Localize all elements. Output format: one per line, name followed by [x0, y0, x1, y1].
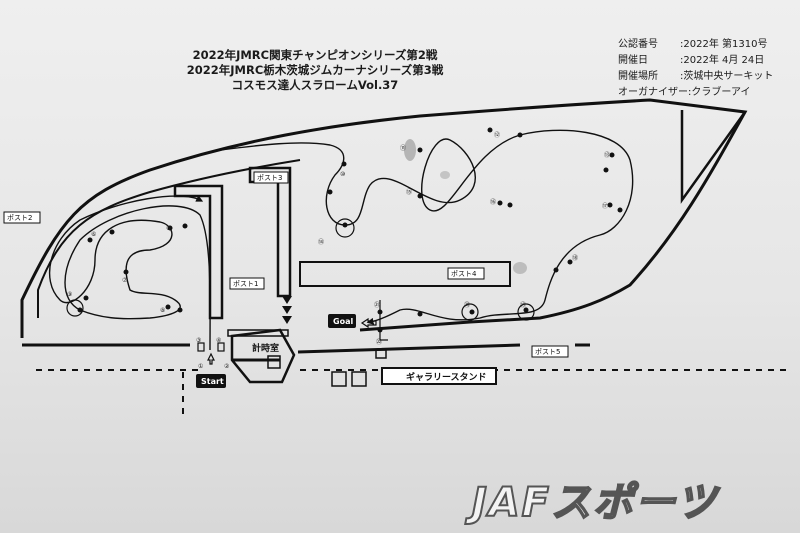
inner-structure-center: [248, 166, 292, 298]
marker-12: ⑫: [494, 131, 500, 139]
goal-label: Goal: [333, 317, 353, 326]
event-title-line-1: 2022年JMRC関東チャンピオンシリーズ第2戦: [192, 48, 438, 62]
info-venue-value: :茨城中央サーキット: [680, 71, 774, 82]
marker-5: ⑤: [166, 225, 171, 232]
marker-16: ⑯: [490, 198, 496, 206]
course-route: [48, 195, 211, 351]
start-gate-left-pylon: [197, 342, 205, 352]
marker-7: ⑦: [122, 277, 128, 284]
info-official-value: :2022年 第1310号: [680, 39, 768, 50]
marker-10: ⑩: [340, 171, 345, 178]
start-label: Start: [201, 377, 224, 386]
marker-20: ⑳: [464, 301, 470, 309]
info-date-value: :2022年 4月 24日: [680, 55, 765, 66]
inner-strip-lower: [227, 329, 289, 337]
timing-room-building: [230, 328, 296, 384]
start-gate-right-pylon: [217, 342, 225, 352]
event-title-line-3: コスモス達人スラロームVol.37: [231, 78, 399, 92]
marker-19: ⑲: [520, 301, 526, 309]
marker-9: ⑨: [67, 291, 72, 298]
track-smudge-1: [404, 139, 416, 161]
gallery-small-box-1: [331, 371, 347, 387]
marker-15: ⑮: [406, 188, 412, 196]
marker-8: ⑧: [160, 307, 165, 314]
post-3-label: ポスト3: [257, 174, 282, 182]
info-venue-label: 開催場所: [618, 71, 658, 82]
post-3-box: [253, 171, 289, 184]
track-smudge-3: [440, 171, 450, 179]
timing-room-label: 計時室: [252, 342, 279, 354]
pylons: [77, 127, 623, 333]
post-1-label: ポスト1: [233, 280, 258, 288]
track-smudge-2: [513, 262, 527, 274]
info-date-label: 開催日: [618, 55, 648, 66]
goal-marker-box: [375, 349, 387, 359]
marker-21: ㉑: [374, 301, 380, 309]
inner-block-center-right: [299, 261, 511, 287]
turn-circles: [66, 218, 535, 321]
info-organizer-value: :クラブーアイ: [688, 87, 751, 98]
info-official-number: 公認番号 :2022年 第1310号: [618, 38, 767, 52]
start-badge: [196, 374, 226, 388]
paddock-dashed-line: [36, 369, 790, 420]
inner-structure-left: [173, 184, 224, 320]
post-2-box: [3, 211, 41, 224]
marker-18: ⑱: [572, 254, 578, 262]
start-up-arrow: [207, 352, 215, 365]
goal-left-arrow: [360, 317, 377, 329]
jaf-sports-watermark-logo: JAFスポーツ: [471, 479, 719, 527]
gallery-stand-label: ギャラリースタンド: [406, 371, 487, 383]
post-4-box: [447, 267, 485, 280]
marker-14: ⑭: [318, 238, 324, 246]
marker-3: ③: [196, 337, 201, 344]
event-title-line-2: 2022年JMRC栃木茨城ジムカーナシリーズ第3戦: [186, 63, 444, 77]
marker-13: ⑬: [604, 151, 610, 159]
marker-17: ⑰: [602, 202, 608, 210]
track-right-wall: [680, 110, 747, 204]
marker-22: ㉒: [376, 338, 382, 346]
timing-room-box: [267, 355, 281, 369]
post-1-box: [229, 277, 265, 290]
info-organizer-label: オーガナイザー: [618, 87, 688, 98]
marker-11: ⑪: [400, 144, 406, 152]
course-route-finish: [379, 300, 388, 341]
direction-chevrons: [282, 296, 292, 324]
course-route-upper: [219, 129, 634, 325]
track-inner-boundary-left: [37, 159, 301, 318]
info-venue: 開催場所 :茨城中央サーキット: [618, 70, 773, 84]
post-5-box: [531, 345, 569, 358]
info-organizer: オーガナイザー:クラブーアイ: [618, 86, 750, 100]
marker-2: ②: [224, 363, 230, 370]
gallery-stand-box: [381, 367, 497, 385]
post-4-label: ポスト4: [451, 270, 477, 278]
marker-1: ①: [198, 363, 203, 370]
marker-4: ④: [216, 337, 221, 344]
marker-6: ⑥: [91, 231, 96, 238]
info-date: 開催日 :2022年 4月 24日: [618, 54, 764, 68]
track-bottom-boundary: [22, 343, 590, 362]
info-official-label: 公認番号: [618, 39, 658, 50]
gallery-small-box-2: [351, 371, 367, 387]
post-5-label: ポスト5: [535, 348, 560, 356]
post-2-label: ポスト2: [7, 214, 32, 222]
track-outer-boundary: [20, 98, 748, 338]
goal-badge: [328, 314, 356, 328]
